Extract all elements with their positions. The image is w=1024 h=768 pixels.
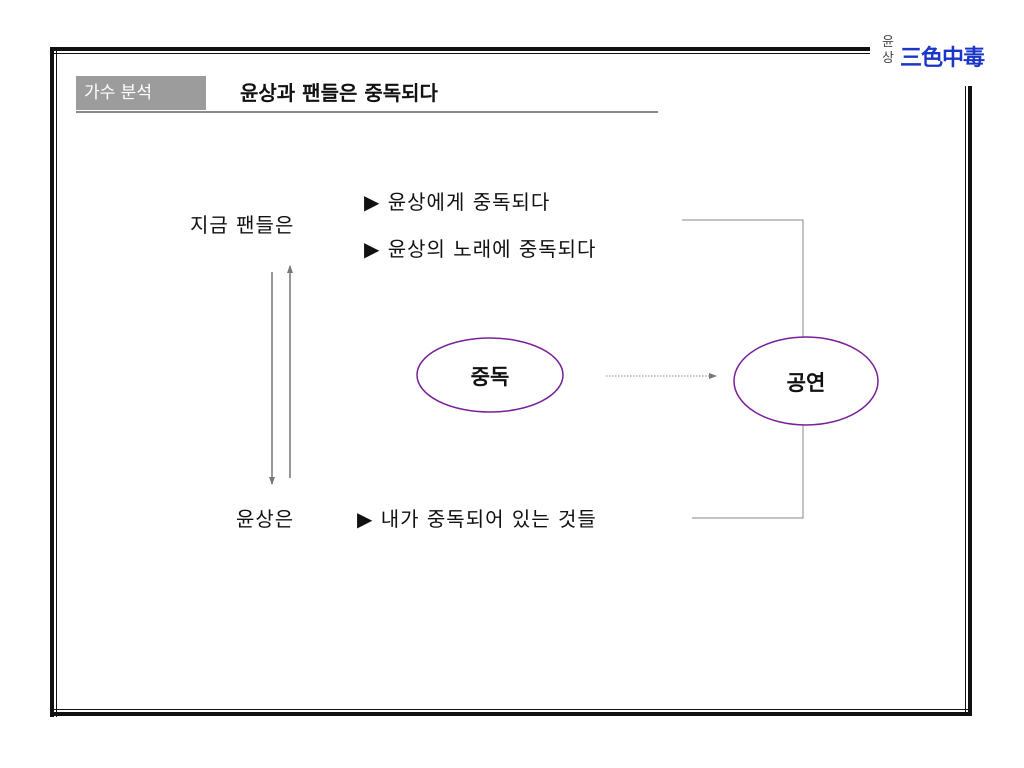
node-label-concert: 공연 [786, 371, 826, 395]
frame-right-border [968, 86, 972, 716]
frame-left-inner-border [56, 47, 57, 717]
top-connector [682, 219, 804, 337]
logo-small-bottom: 상 [882, 51, 894, 66]
frame-left-border [50, 47, 54, 717]
label-current-fans: 지금 팬들은 [190, 213, 295, 237]
logo-main-text: 三色中毒 [900, 46, 985, 71]
top-item-1: ▶ 윤상에게 중독되다 [364, 190, 551, 214]
frame-top-inner-border [50, 53, 870, 54]
top-item-2: ▶ 윤상의 노래에 중독되다 [364, 237, 597, 261]
ellipse-concert [733, 336, 879, 426]
node-label-addiction: 중독 [470, 365, 510, 389]
ellipse-addiction [416, 337, 564, 413]
frame-top-border [50, 47, 870, 51]
bottom-item: ▶ 내가 중독되어 있는 것들 [357, 507, 597, 531]
section-tag: 가수 분석 [76, 76, 206, 110]
bottom-connector [692, 424, 804, 519]
frame-right-inner-border [965, 86, 966, 712]
label-yoonsang: 윤상은 [236, 507, 295, 531]
page-title: 윤상과 팬들은 중독되다 [240, 81, 438, 105]
logo-small-top: 윤 [882, 35, 894, 50]
frame-bottom-inner-border [50, 709, 972, 710]
frame-bottom-border [50, 712, 972, 716]
title-underline [76, 111, 658, 113]
